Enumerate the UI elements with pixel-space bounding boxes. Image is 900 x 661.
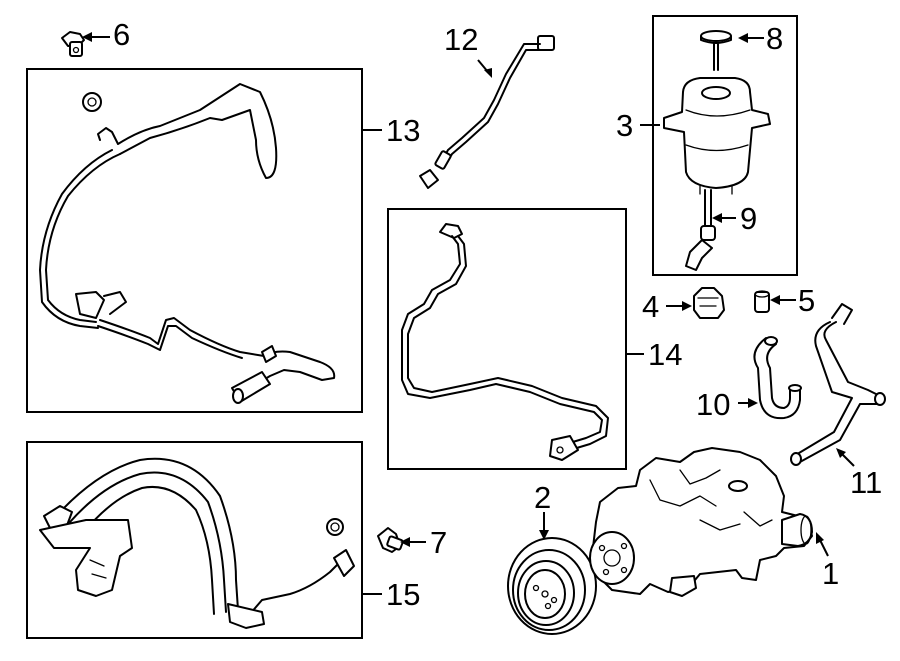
callout-6: 6 <box>113 17 130 52</box>
part-15-hose-assembly <box>39 457 355 629</box>
callout-9: 9 <box>740 201 757 236</box>
group-box-3 <box>652 15 798 276</box>
callout-7: 7 <box>430 525 447 560</box>
part-8-reservoir-cap <box>700 30 732 71</box>
part-13-pressure-hose <box>39 83 336 404</box>
part-2-pulley <box>507 537 597 635</box>
callout-11: 11 <box>850 465 882 500</box>
leaders <box>82 32 855 595</box>
callout-13: 13 <box>386 113 420 148</box>
part-1-power-steering-pump <box>589 447 813 597</box>
group-box-14 <box>387 208 627 470</box>
part-9-hose-fitting <box>685 189 716 271</box>
part-3-reservoir <box>663 77 771 195</box>
callout-1: 1 <box>822 556 839 591</box>
callout-2: 2 <box>534 480 551 515</box>
callout-12: 12 <box>444 22 478 57</box>
callout-5: 5 <box>798 283 815 318</box>
callout-4: 4 <box>642 289 659 324</box>
callout-10: 10 <box>696 387 730 422</box>
group-box-13 <box>26 68 363 413</box>
part-6-bolt <box>61 31 85 57</box>
part-5-sleeve <box>754 290 770 313</box>
part-12-line <box>419 35 555 189</box>
part-7-connector <box>377 527 404 553</box>
part-14-return-line <box>401 223 609 461</box>
callout-8: 8 <box>766 21 783 56</box>
callout-14: 14 <box>648 337 682 372</box>
callout-15: 15 <box>386 577 420 612</box>
part-10-hose <box>753 336 802 420</box>
part-11-hose-pipe <box>790 303 886 466</box>
group-box-15 <box>26 441 363 639</box>
callout-3: 3 <box>616 108 633 143</box>
part-4-gear-coupling <box>693 287 725 319</box>
